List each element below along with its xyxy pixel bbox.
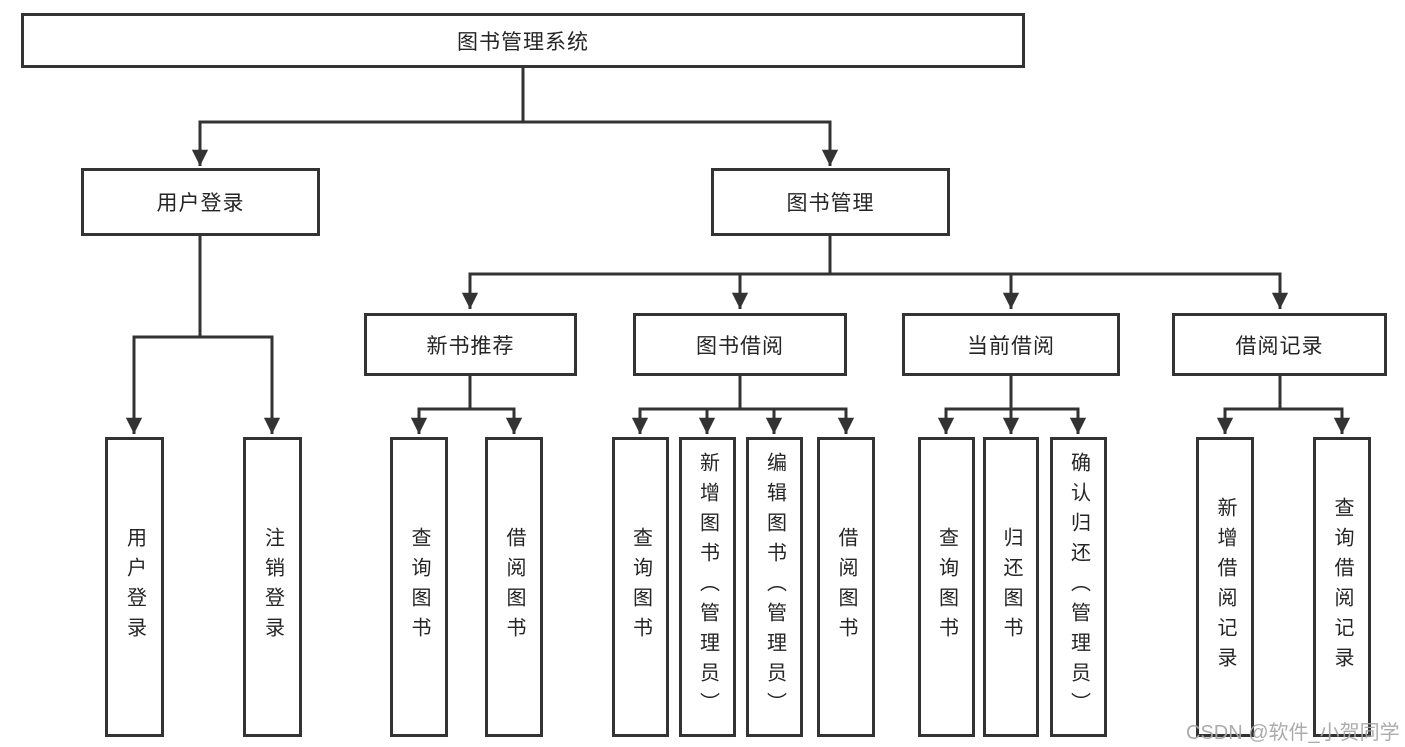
node-book-borrow: 图书借阅	[633, 313, 847, 376]
node-current-borrow: 当前借阅	[902, 313, 1120, 376]
leaf-br-query-borrow-record: 查询借阅记录	[1313, 437, 1371, 737]
node-library-system-root: 图书管理系统	[21, 13, 1025, 68]
leaf-br-add-borrow-record: 新增借阅记录	[1196, 437, 1254, 737]
leaf-bb-borrow-books: 借阅图书	[817, 437, 875, 737]
leaf-logout-login: 注销登录	[243, 437, 302, 737]
watermark-text: CSDN @软件_小贺同学	[1186, 722, 1400, 744]
leaf-bb-query-books: 查询图书	[612, 437, 669, 737]
node-new-book-recommend: 新书推荐	[364, 313, 577, 376]
leaf-bb-edit-books-admin: 编辑图书（管理员）	[746, 437, 803, 737]
leaf-bb-add-books-admin: 新增图书（管理员）	[679, 437, 736, 737]
leaf-user-login: 用户登录	[105, 437, 164, 737]
node-book-management: 图书管理	[711, 168, 950, 236]
leaf-nb-borrow-books: 借阅图书	[485, 437, 543, 737]
node-borrow-records: 借阅记录	[1172, 313, 1387, 376]
leaf-cb-query-books: 查询图书	[918, 437, 975, 737]
leaf-cb-confirm-return-admin: 确认归还（管理员）	[1050, 437, 1107, 737]
node-user-login: 用户登录	[81, 168, 320, 236]
leaf-cb-return-books: 归还图书	[983, 437, 1039, 737]
leaf-nb-query-books: 查询图书	[390, 437, 448, 737]
